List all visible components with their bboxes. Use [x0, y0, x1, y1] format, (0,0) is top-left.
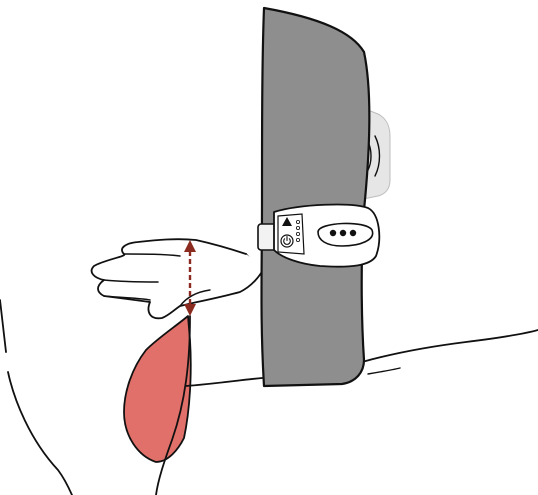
elbow-crease — [186, 378, 262, 386]
control-unit-panel — [278, 214, 304, 254]
torso-lower-outline — [368, 368, 400, 374]
arm-upper-outline — [0, 300, 6, 352]
torso-outline — [362, 330, 538, 362]
forearm-muscle-highlight — [124, 316, 191, 462]
control-dots — [330, 230, 356, 236]
hand-outline — [92, 239, 264, 318]
arm-lower-outline — [8, 372, 72, 495]
power-button[interactable] — [281, 235, 293, 247]
compression-band — [262, 8, 370, 386]
